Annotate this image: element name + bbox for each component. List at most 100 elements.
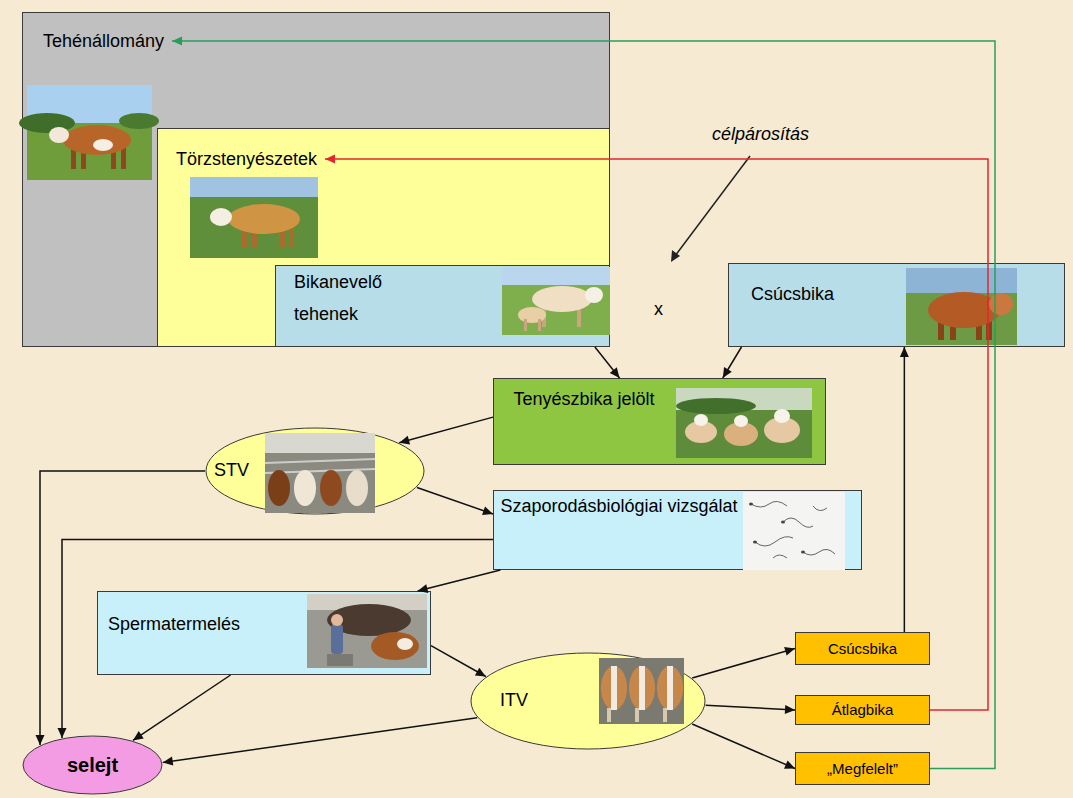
arrow-head xyxy=(36,735,45,745)
arrow-head xyxy=(785,705,795,714)
connector xyxy=(900,347,909,632)
connector-line xyxy=(692,724,795,768)
node-text: Tenyészbika jelölt xyxy=(504,379,664,419)
arrow-head xyxy=(399,436,410,445)
arrow-head xyxy=(133,731,144,740)
connector-line xyxy=(706,705,795,710)
sperm-micrograph xyxy=(801,551,805,554)
node-text: STV xyxy=(214,460,249,482)
leader-arrow xyxy=(671,250,680,262)
semen-collection-photo xyxy=(327,654,353,666)
cow-calf-photo xyxy=(532,286,592,312)
arrow-head xyxy=(58,728,67,738)
bull-photo xyxy=(906,268,1017,345)
sperm-micrograph xyxy=(743,492,845,570)
arrow-head xyxy=(482,506,493,514)
node-text: Szaporodásbiológiai vizsgálat xyxy=(494,491,744,521)
cow-photo xyxy=(210,208,232,226)
connector xyxy=(163,718,477,766)
cow-calf-photo xyxy=(538,319,541,331)
connector xyxy=(723,347,742,378)
sperm-micrograph xyxy=(781,521,785,524)
node-text: ITV xyxy=(500,690,528,712)
connector xyxy=(417,487,493,514)
cows-rear-photo xyxy=(635,708,639,722)
bull-photo xyxy=(906,268,1017,293)
cow-calf-photo xyxy=(502,267,610,335)
bull-photo xyxy=(928,292,1000,328)
arrow-head xyxy=(475,668,486,677)
connector-line xyxy=(595,347,620,378)
result-box: Átlagbika xyxy=(795,695,930,725)
node-text: Átlagbika xyxy=(796,701,929,719)
cows-rear-photo xyxy=(667,666,673,710)
connector-line xyxy=(692,649,795,678)
node-text: Spermatermelés xyxy=(108,614,240,636)
young-bulls-photo xyxy=(676,398,756,414)
connector xyxy=(36,471,206,745)
node-text: Csúcsbika xyxy=(751,284,834,306)
connector-line xyxy=(133,675,231,740)
ellipse-outline xyxy=(23,736,162,794)
connector-line xyxy=(62,540,493,738)
semen-collection-photo xyxy=(307,594,427,668)
node-text: Tehénállomány xyxy=(43,31,164,53)
young-bulls-photo xyxy=(676,388,812,458)
semen-collection-photo xyxy=(371,632,419,660)
sperm-micrograph xyxy=(753,541,757,544)
cow-photo xyxy=(63,125,131,155)
connector-line xyxy=(431,646,486,677)
arrow-head xyxy=(172,37,182,46)
leader-arrow xyxy=(675,156,750,256)
connector xyxy=(399,417,493,444)
sperm-micrograph xyxy=(743,492,845,570)
cows-rear-photo xyxy=(657,666,683,710)
semen-collection-photo xyxy=(397,638,413,650)
cow-photo xyxy=(190,177,318,258)
result-box: Csúcsbika xyxy=(795,632,930,665)
arrow-head xyxy=(784,647,795,656)
semen-collection-photo xyxy=(331,624,343,654)
connector-line xyxy=(172,41,995,769)
cow-photo xyxy=(93,139,113,151)
arrow-head xyxy=(784,760,795,768)
connector-line xyxy=(904,347,906,632)
cull-ellipse: selejt xyxy=(22,735,163,795)
semen-collection-photo xyxy=(307,594,427,668)
connector xyxy=(418,570,501,593)
sperm-micrograph xyxy=(749,503,753,506)
young-bulls-photo xyxy=(694,414,708,426)
label-holder: x xyxy=(654,299,663,321)
barn-photo xyxy=(265,433,375,513)
barn-photo xyxy=(268,470,290,506)
cows-rear-photo xyxy=(663,708,667,722)
cow-calf-photo xyxy=(518,307,546,323)
cows-rear-photo xyxy=(629,666,655,710)
young-bulls-photo xyxy=(676,388,812,458)
barn-photo xyxy=(346,470,368,506)
barn-photo xyxy=(265,459,375,463)
connector xyxy=(692,647,795,678)
connector xyxy=(325,155,988,711)
cows-rear-photo xyxy=(599,658,684,724)
connector-line xyxy=(325,159,988,710)
connector-line xyxy=(418,570,501,591)
semen-collection-photo xyxy=(331,614,343,626)
cow-photo xyxy=(19,85,159,180)
connector xyxy=(706,705,795,714)
bull-photo xyxy=(906,268,1017,345)
node-text: Bikanevelő tehenek xyxy=(294,266,414,330)
cow-calf-photo xyxy=(524,319,527,331)
arrow-head xyxy=(163,757,174,766)
young-bulls-photo xyxy=(734,415,748,427)
cow-photo xyxy=(190,177,318,197)
cross-sign: x xyxy=(654,299,663,321)
connector-line xyxy=(163,718,477,763)
cows-rear-photo xyxy=(599,658,684,724)
connector-line xyxy=(40,471,205,745)
arrow-head xyxy=(325,155,335,164)
connector-line xyxy=(417,487,493,514)
cow-photo xyxy=(228,204,300,234)
node-text: „Megfelelt” xyxy=(796,760,929,778)
